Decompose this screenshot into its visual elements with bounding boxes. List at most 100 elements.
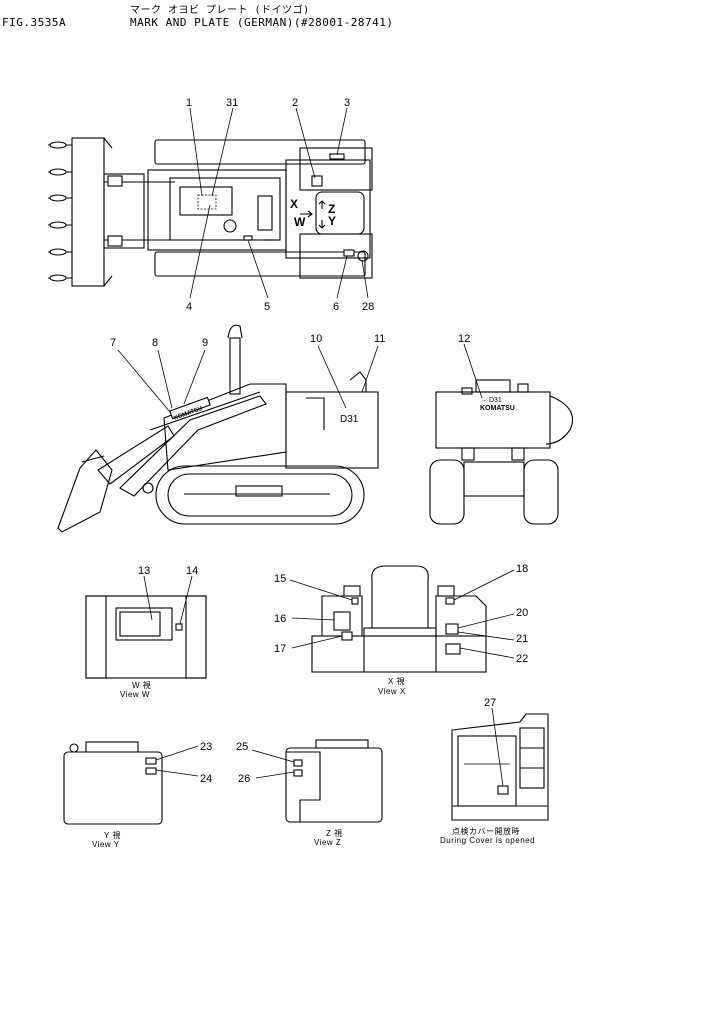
plate-23 <box>145 757 157 765</box>
plate-17 <box>341 631 353 641</box>
filler-cap <box>223 219 237 233</box>
side-track <box>155 465 365 525</box>
view-w: 13 14 W 視 View W <box>85 565 207 699</box>
view-x-caption-jp: X 視 <box>388 677 405 686</box>
model-side-text: D31 <box>340 414 359 425</box>
front-cab-curve <box>545 395 574 445</box>
view-z: 25 26 Z 視 View Z <box>236 739 383 847</box>
callout-14: 14 <box>186 565 198 577</box>
arrow-z-icon <box>318 200 326 209</box>
plate-1 <box>197 194 217 210</box>
callout-24: 24 <box>200 773 212 785</box>
callout-4: 4 <box>186 301 192 313</box>
plate-22 <box>445 643 461 655</box>
plate-2 <box>311 175 323 187</box>
callout-9: 9 <box>202 337 208 349</box>
title-english: MARK AND PLATE (GERMAN)(#28001-28741) <box>130 16 394 29</box>
seat <box>315 191 365 235</box>
arrow-x-icon <box>300 210 313 218</box>
callout-11: 11 <box>374 333 385 345</box>
left-fender <box>299 147 373 191</box>
cab-outline <box>285 159 371 259</box>
view-x-right-tank <box>435 595 487 637</box>
komatsu-side-plate <box>169 396 211 420</box>
right-fender <box>299 233 373 279</box>
front-left-wheel <box>429 459 465 525</box>
callout-21: 21 <box>516 633 528 645</box>
callout-10: 10 <box>310 333 322 345</box>
view-letter-w: W <box>294 215 306 229</box>
cover-open-door <box>457 735 517 807</box>
plate-5 <box>243 235 253 241</box>
callout-13: 13 <box>138 565 150 577</box>
plate-18 <box>445 597 455 605</box>
view-x-caption: View X <box>378 687 406 696</box>
lift-arm-frame <box>103 173 145 249</box>
view-z-caption-jp: Z 視 <box>326 829 343 838</box>
callout-12: 12 <box>458 333 470 345</box>
view-letter-x: X <box>290 197 298 211</box>
side-bucket <box>57 449 113 533</box>
callout-26: 26 <box>238 773 250 785</box>
bucket-outline <box>71 137 105 287</box>
view-letter-y: Y <box>328 214 336 228</box>
side-view: KOMATSU D31 7 8 9 10 11 <box>57 324 385 533</box>
plate-16 <box>333 611 351 631</box>
cover-open-view: 27 点検カバー開放時 During Cover is opened <box>440 697 549 845</box>
cover-caption-jp: 点検カバー開放時 <box>452 826 520 836</box>
callout-20: 20 <box>516 607 528 619</box>
plate-6 <box>343 249 355 257</box>
left-track <box>154 139 366 165</box>
top-view: X W Z Y 1 31 2 3 4 5 6 28 <box>48 97 374 313</box>
front-right-wheel <box>523 459 559 525</box>
view-z-caption: View Z <box>314 838 341 847</box>
callout-25: 25 <box>236 741 248 753</box>
callout-23: 23 <box>200 741 212 753</box>
view-y: 23 24 Y 視 View Y <box>63 741 212 849</box>
view-y-caption-jp: Y 視 <box>104 831 121 840</box>
callout-7: 7 <box>110 337 116 349</box>
callout-28: 28 <box>362 301 374 313</box>
bucket-teeth <box>48 141 72 282</box>
callout-31: 31 <box>226 97 238 109</box>
plate-25 <box>293 759 303 767</box>
view-w-caption: View W <box>120 690 150 699</box>
plate-28 <box>357 250 369 262</box>
view-x: 15 16 17 18 20 21 22 X 視 View X <box>274 563 528 696</box>
cover-open-body <box>451 713 549 821</box>
model-front-text: → D31 <box>480 397 502 404</box>
callout-22: 22 <box>516 653 528 665</box>
plate-20 <box>445 623 459 635</box>
right-track <box>154 251 366 277</box>
plate-24 <box>145 767 157 775</box>
callout-18: 18 <box>516 563 528 575</box>
callout-27: 27 <box>484 697 496 709</box>
view-w-caption-jp: W 視 <box>132 681 151 690</box>
callout-15: 15 <box>274 573 286 585</box>
hood-panel <box>179 186 233 216</box>
callout-3: 3 <box>344 97 350 109</box>
callout-17: 17 <box>274 643 286 655</box>
plate-14 <box>175 623 183 631</box>
callout-5: 5 <box>264 301 270 313</box>
plate-27 <box>497 785 509 795</box>
view-y-caption: View Y <box>92 840 120 849</box>
callout-6: 6 <box>333 301 339 313</box>
komatsu-front-text: KOMATSU <box>480 405 515 412</box>
figure-number: FIG.3535A <box>2 16 67 29</box>
callout-8: 8 <box>152 337 158 349</box>
lift-arm <box>97 425 175 485</box>
side-rear-body <box>285 391 379 469</box>
cover-caption: During Cover is opened <box>440 836 535 845</box>
callout-16: 16 <box>274 613 286 625</box>
view-letter-z: Z <box>328 202 335 216</box>
arrow-y-icon <box>318 220 326 229</box>
plate-26 <box>293 769 303 777</box>
callout-2: 2 <box>292 97 298 109</box>
exhaust-stack <box>229 337 241 395</box>
title-japanese: マーク オヨビ プレート (ドイツゴ) <box>130 5 310 16</box>
callout-1: 1 <box>186 97 192 109</box>
view-x-seat <box>371 565 429 629</box>
